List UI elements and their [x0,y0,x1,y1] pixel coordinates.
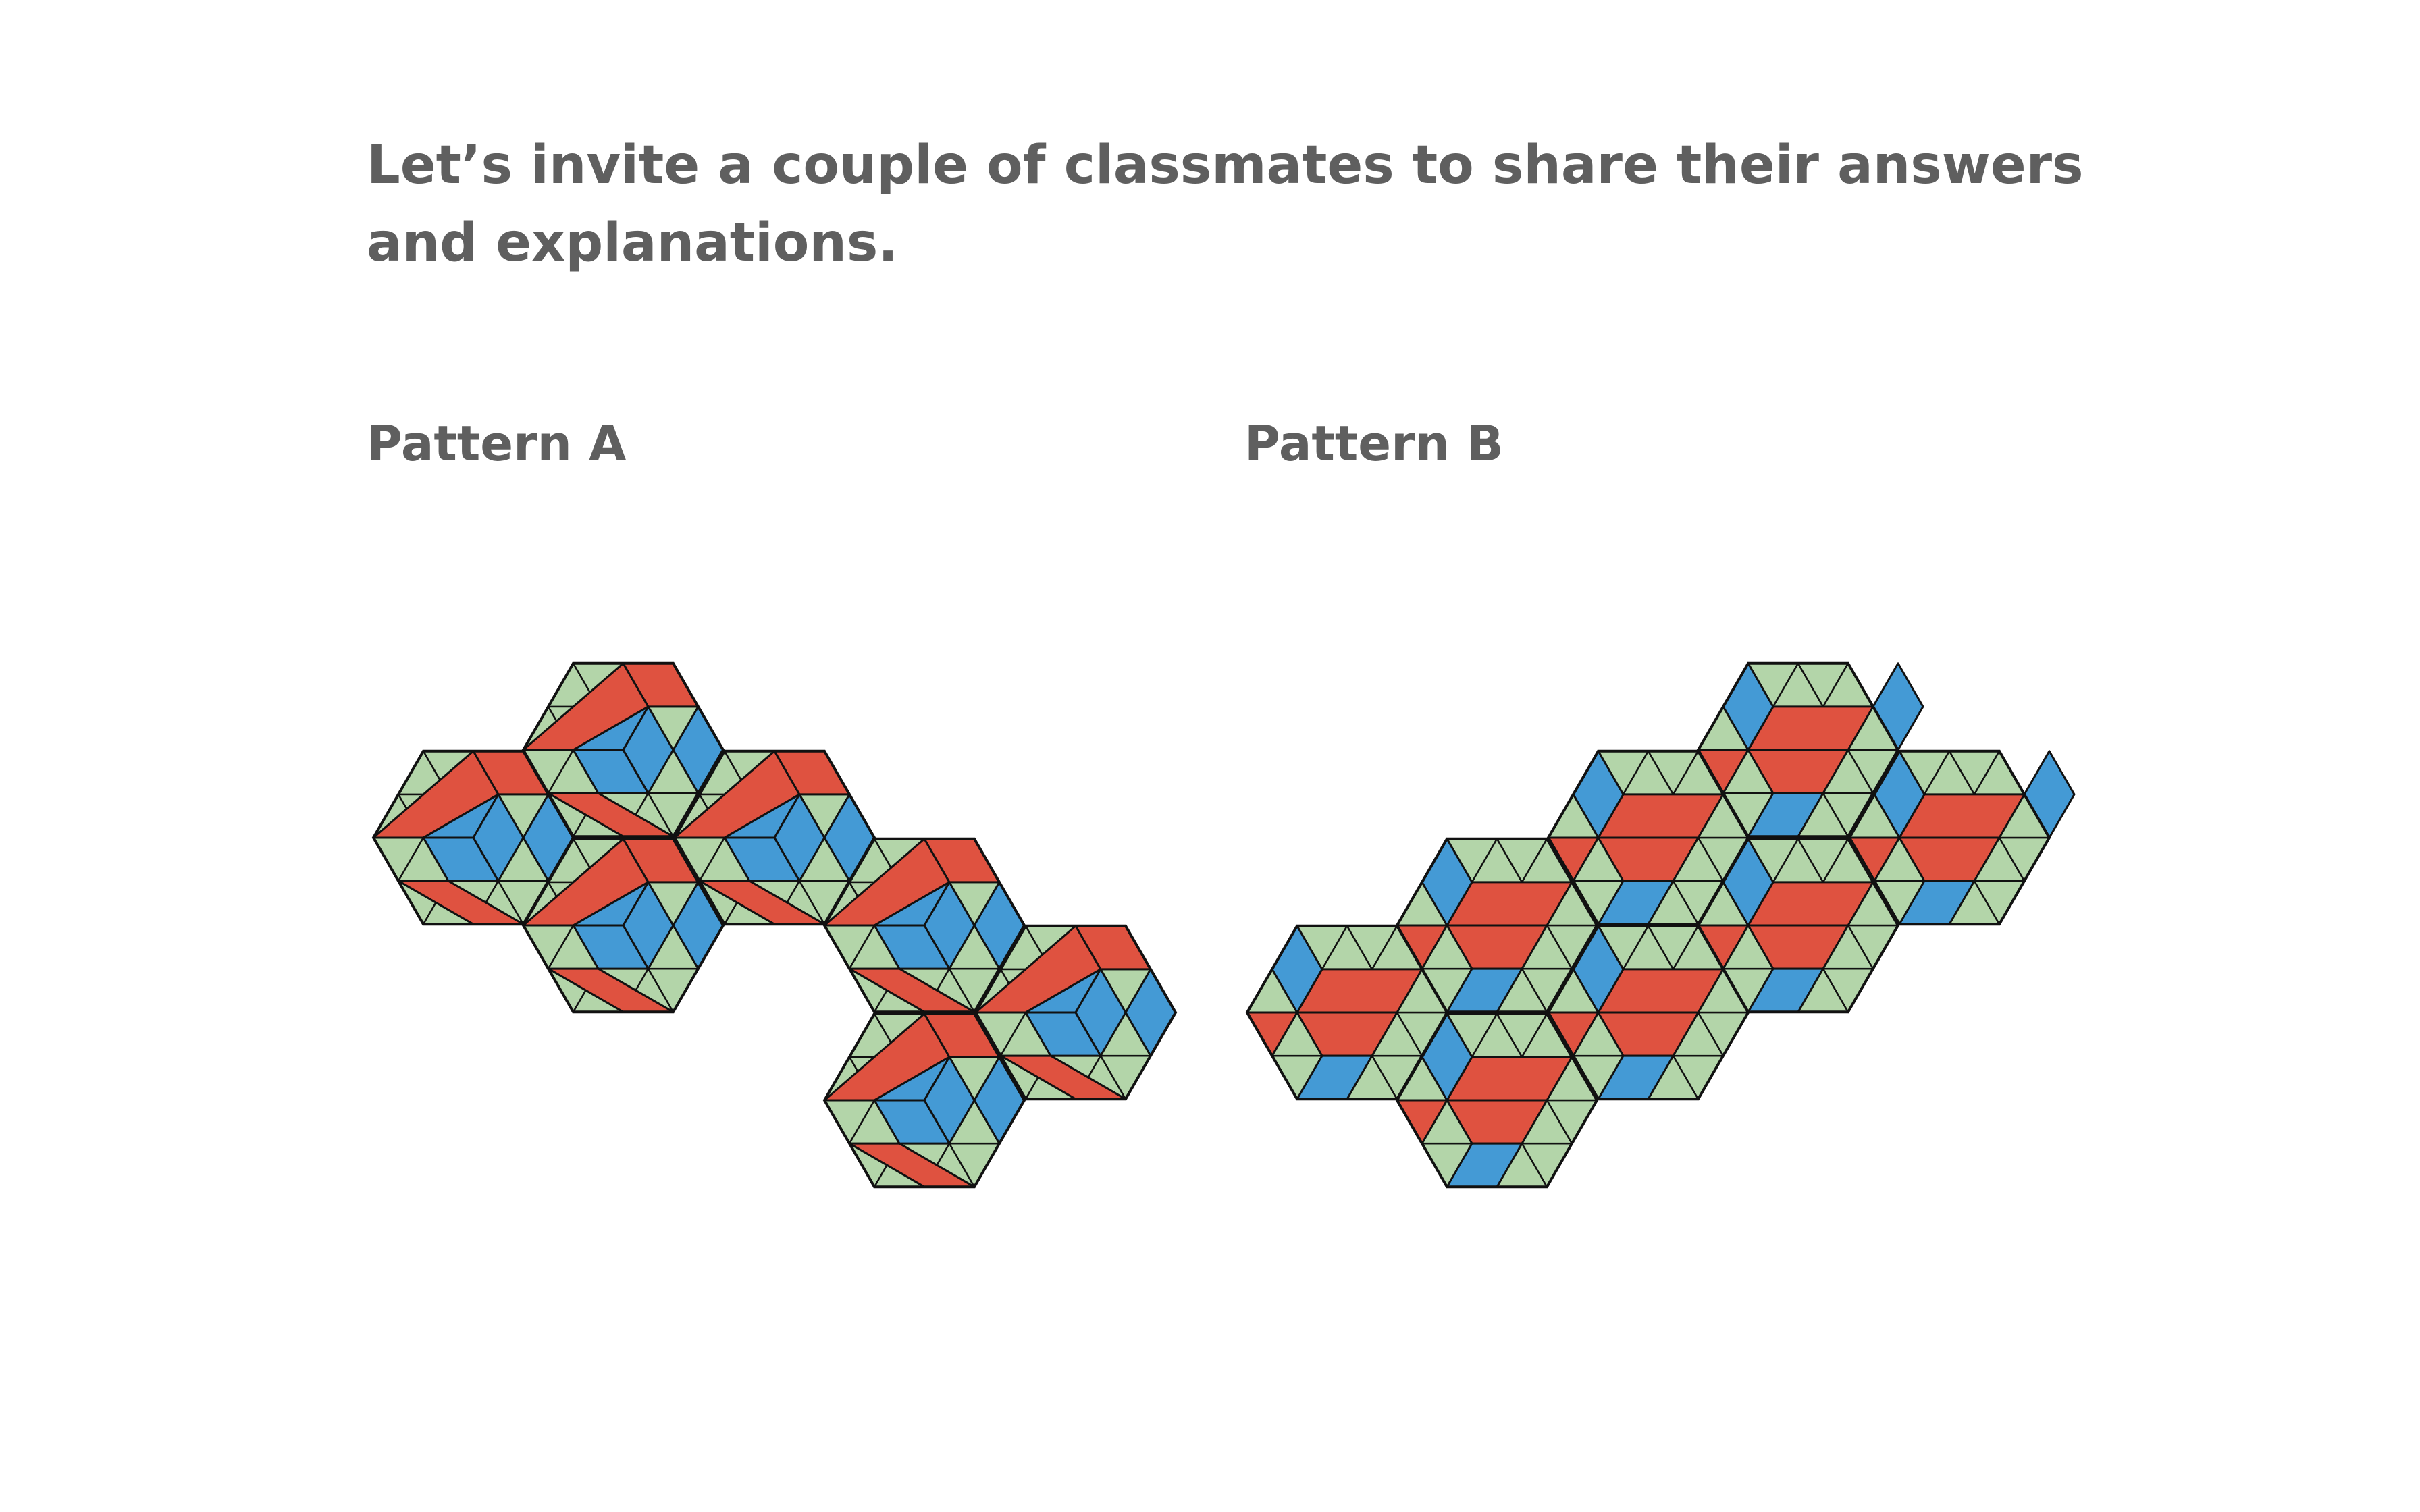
hexagon-outline [1696,837,1900,1014]
hexagon-outline [1395,837,1599,1014]
hexagon-outline [1395,1012,1599,1189]
hexagon-outline [521,837,725,1014]
pattern-b-label: Pattern B [1244,415,1504,472]
pattern-b-tiling [1245,662,2076,1189]
prompt-text: Let’s invite a couple of classmates to s… [367,135,2084,273]
hexagon-outline [974,924,1178,1101]
pattern-a-tiling [371,662,1178,1189]
pattern-a-label: Pattern A [367,415,627,472]
hexagon-outline [1847,749,2051,926]
hexagon-outline [822,837,1026,1014]
hexagon-outline [521,662,725,838]
hexagon-outline [822,1012,1026,1189]
hexagon-outline [1696,662,1900,838]
